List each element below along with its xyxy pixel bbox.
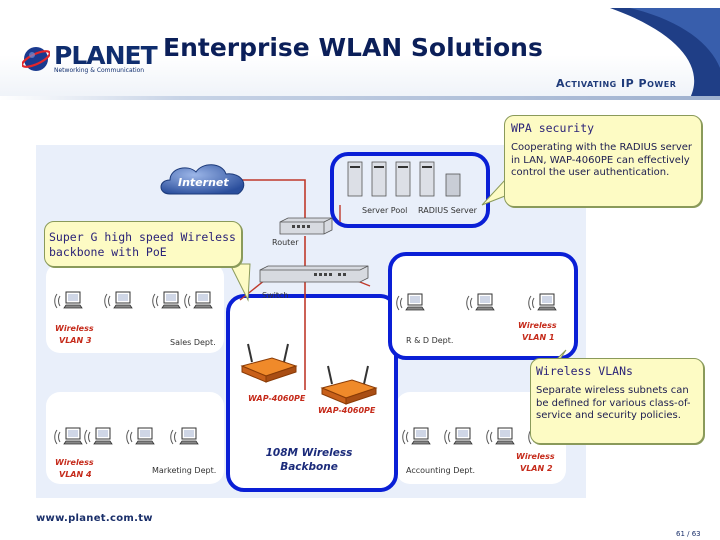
backbone-label: 108M Wireless Backbone [254,446,364,474]
server-pool-label: Server Pool [362,206,408,215]
vlan1-highlight-box [388,252,578,360]
header-swoosh-decoration [610,8,720,98]
rd-wireless-text: Wireless [518,321,557,330]
slide-title: Enterprise WLAN Solutions [163,33,543,62]
page-number: 61 / 63 [676,530,701,538]
sales-vlan-text: VLAN 3 [59,336,92,345]
accounting-wireless-text: Wireless [516,452,555,461]
super-g-title: Super G high speed Wireless backbone wit… [49,230,236,259]
wpa-security-callout: WPA security Cooperating with the RADIUS… [504,115,702,207]
planet-logo: PLANET [54,41,158,70]
access-point-left-label: WAP-4060PE [248,394,306,403]
rd-dept-label: R & D Dept. [406,336,454,345]
footer-url: www.planet.com.tw [36,513,153,524]
super-g-callout: Super G high speed Wireless backbone wit… [44,221,242,267]
radius-server-label: RADIUS Server [418,206,477,215]
switch-label: Switch [262,291,289,300]
rd-vlan-text: VLAN 1 [522,333,555,342]
header-band [0,0,720,100]
access-point-right-label: WAP-4060PE [318,406,376,415]
tagline: Activating IP Power [556,77,677,90]
marketing-wireless-text: Wireless [55,458,94,467]
router-icon [279,217,333,235]
internet-cloud-icon [160,164,245,195]
accounting-wireless-label: Wireless VLAN 2 [516,451,555,475]
backbone-label-line2: Backbone [280,461,338,473]
internet-label: Internet [178,176,229,189]
server-highlight-box [330,152,490,228]
access-point-right-icon [320,365,378,405]
header-divider [0,96,720,100]
sales-wireless-text: Wireless [55,324,94,333]
access-point-left-icon [240,343,298,383]
sales-dept-label: Sales Dept. [170,338,216,347]
sales-wireless-label: Wireless VLAN 3 [55,323,94,347]
wireless-vlans-text: Separate wireless subnets can be defined… [536,385,691,421]
planet-globe-icon [22,47,50,71]
accounting-vlan-text: VLAN 2 [520,464,553,473]
marketing-wireless-label: Wireless VLAN 4 [55,457,94,481]
marketing-dept-label: Marketing Dept. [152,466,217,475]
accounting-dept-label: Accounting Dept. [406,466,476,475]
backbone-label-line1: 108M Wireless [265,447,353,459]
marketing-vlan-text: VLAN 4 [59,470,92,479]
wpa-security-text: Cooperating with the RADIUS server in LA… [511,142,693,178]
router-label: Router [272,238,299,247]
wpa-security-title: WPA security [511,121,595,135]
planet-logo-subtitle: Networking & Communication [54,67,145,74]
server-pool-icon [347,161,461,197]
rd-wireless-label: Wireless VLAN 1 [518,320,557,344]
wireless-vlans-callout: Wireless VLANs Separate wireless subnets… [530,358,704,444]
wireless-vlans-title: Wireless VLANs [536,364,633,378]
switch-icon [259,265,369,283]
